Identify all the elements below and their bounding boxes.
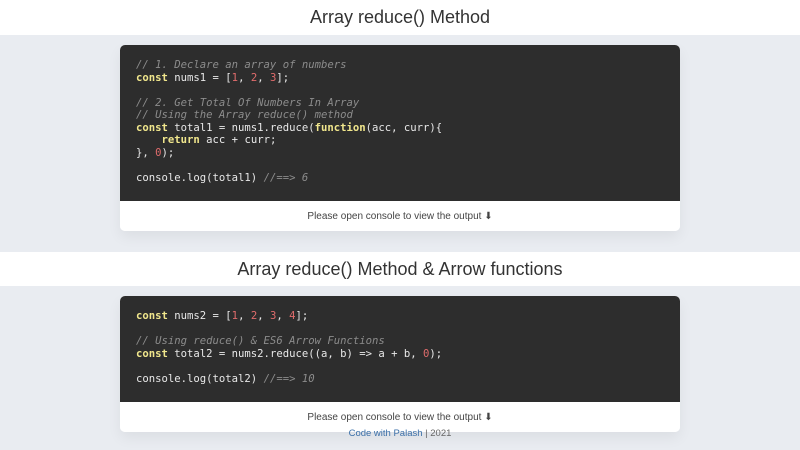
code-line: // 1. Declare an array of numbers: [136, 59, 347, 71]
code-line: const total1 = nums1.reduce(function(acc…: [136, 121, 443, 134]
code-line: const nums2 = [1, 2, 3, 4];: [136, 310, 309, 322]
section-1-title: Array reduce() Method: [0, 0, 800, 35]
code-line: console.log(total2) //==> 10: [136, 372, 315, 385]
code-line: const nums1 = [1, 2, 3];: [136, 71, 290, 84]
section-2-title: Array reduce() Method & Arrow functions: [0, 252, 800, 286]
code-line: // Using the Array reduce() method: [136, 109, 353, 121]
code-line: }, 0);: [136, 146, 175, 159]
code-line: [136, 360, 664, 373]
code-line: const total2 = nums2.reduce((a, b) => a …: [136, 347, 443, 360]
code-line: // 2. Get Total Of Numbers In Array: [136, 96, 360, 109]
code-card-2: const nums2 = [1, 2, 3, 4]; // Using redu…: [120, 296, 680, 432]
code-line: return acc + curr;: [161, 134, 277, 146]
code-line: console.log(total1) //==> 6: [136, 171, 309, 184]
code-line: // Using reduce() & ES6 Arrow Functions: [136, 335, 385, 347]
footer: Code with Palash | 2021: [0, 428, 800, 439]
code-line: [136, 84, 664, 97]
output-hint-2: Please open console to view the output ⬇: [120, 402, 680, 432]
code-line: [136, 159, 664, 172]
footer-separator: |: [422, 428, 431, 439]
author-link[interactable]: Code with Palash: [348, 428, 423, 439]
footer-year: 2021: [430, 428, 452, 439]
code-line: [136, 323, 664, 336]
output-hint-1: Please open console to view the output ⬇: [120, 201, 680, 231]
code-block-2: const nums2 = [1, 2, 3, 4]; // Using redu…: [120, 296, 680, 402]
